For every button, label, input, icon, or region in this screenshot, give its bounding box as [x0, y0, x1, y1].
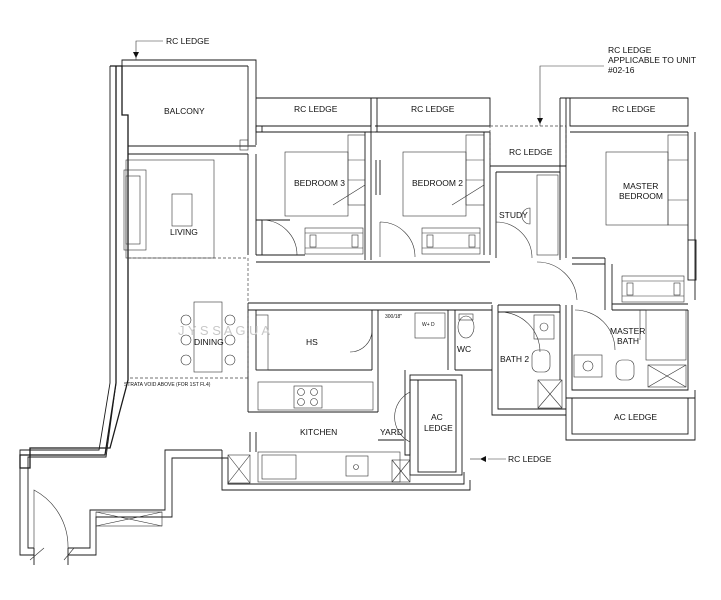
label-rc-ledge-unit-1: RC LEDGE [608, 45, 652, 55]
label-rc-ledge-yard: RC LEDGE [508, 454, 552, 464]
label-master-bath-1: MASTER [610, 326, 645, 336]
core-walls [227, 302, 492, 484]
label-rc-ledge-bedroom2: RC LEDGE [411, 104, 455, 114]
watermark: J Y S S A G U A [178, 323, 270, 338]
label-bath2: BATH 2 [500, 354, 529, 364]
label-kitchen: KITCHEN [300, 427, 337, 437]
label-rc-ledge-top-left: RC LEDGE [166, 36, 210, 46]
labels: RC LEDGE BALCONY RC LEDGE RC LEDGE RC LE… [124, 36, 696, 464]
label-hs: HS [306, 337, 318, 347]
label-living: LIVING [170, 227, 198, 237]
living-furniture [123, 139, 249, 379]
label-dining: DINING [194, 337, 224, 347]
label-study: STUDY [499, 210, 528, 220]
label-ac-ledge-master: AC LEDGE [614, 412, 657, 422]
label-ac-ledge-yard-1: AC [431, 412, 443, 422]
label-yard: YARD [380, 427, 403, 437]
leader-lines [133, 40, 604, 462]
label-master-bedroom-1: MASTER [623, 181, 658, 191]
label-wc: WC [457, 344, 471, 354]
label-rc-ledge-unit-2: APPLICABLE TO UNIT [608, 55, 696, 65]
label-rc-ledge-unit-3: #02-16 [608, 65, 635, 75]
label-bedroom3: BEDROOM 3 [294, 178, 345, 188]
master-bedroom-walls [559, 97, 697, 311]
entrance [29, 489, 163, 565]
label-ac-ledge-yard-2: LEDGE [424, 423, 453, 433]
bath2-walls [491, 304, 566, 416]
bedroom2-walls [370, 97, 491, 263]
label-master-bedroom-2: BEDROOM [619, 191, 663, 201]
label-master-bath-2: BATH [617, 336, 639, 346]
label-bedroom2: BEDROOM 2 [412, 178, 463, 188]
outer-walls [19, 59, 471, 556]
label-balcony: BALCONY [164, 106, 205, 116]
label-washer: W+ D [422, 322, 435, 328]
label-rc-ledge-master: RC LEDGE [612, 104, 656, 114]
label-hs-shelf: 300/18" [385, 314, 402, 320]
label-strata-void: STRATA VOID ABOVE (FOR 1ST FL4) [124, 382, 211, 388]
ac-ledge-master [571, 397, 689, 435]
label-rc-ledge-study: RC LEDGE [509, 147, 553, 157]
bedroom3-walls [255, 97, 372, 263]
label-rc-ledge-bedroom3: RC LEDGE [294, 104, 338, 114]
